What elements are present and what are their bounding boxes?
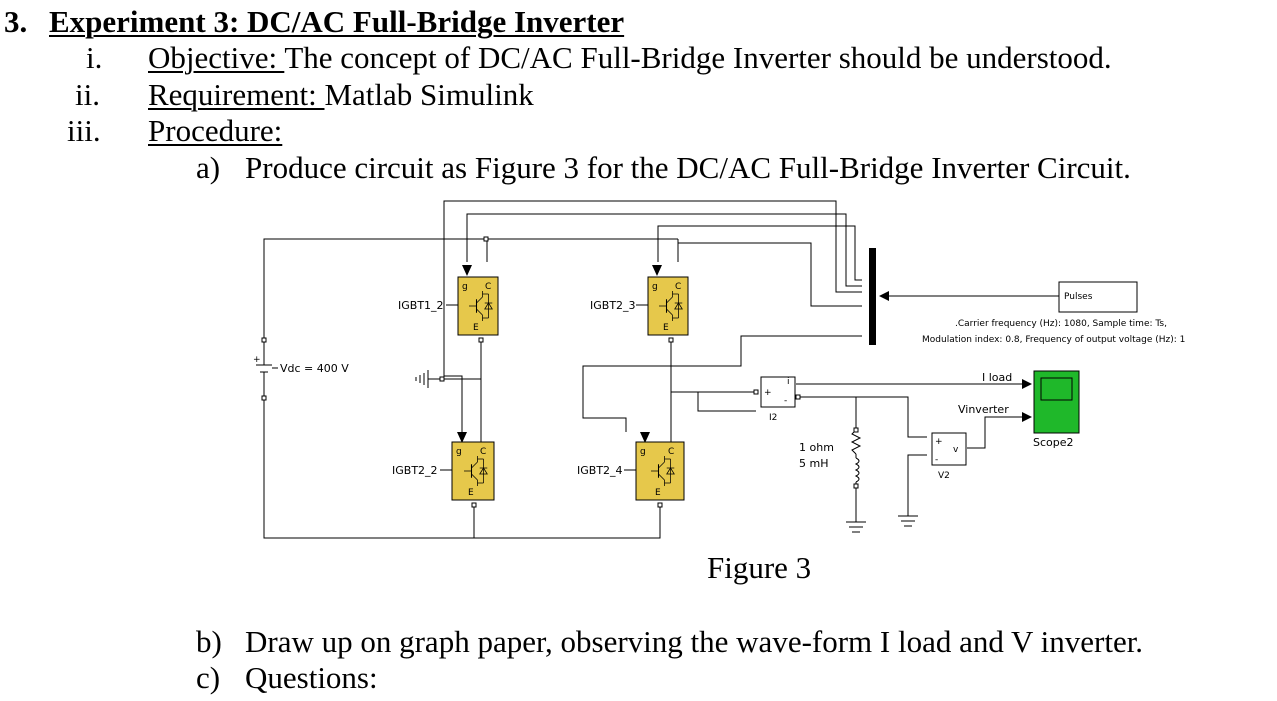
pin-emitter: E: [473, 323, 479, 333]
item-label: Procedure:: [148, 113, 283, 148]
step-letter: b): [196, 624, 222, 659]
inverter-circuit-diagram: g C E g C E g C E g C E IGBT1_2 IGBT2_3 …: [253, 200, 1185, 539]
item-text: The concept of DC/AC Full-Bridge Inverte…: [284, 40, 1112, 75]
item-objective-text: Objective: The concept of DC/AC Full-Bri…: [148, 40, 1112, 76]
pin-gate: g: [456, 447, 462, 457]
meter-port: v: [953, 445, 959, 455]
ground-icon: [898, 515, 918, 527]
meter-minus: -: [784, 396, 787, 406]
meter-plus: +: [935, 437, 943, 447]
igbt-pin-letters: g C E g C E g C E g C E: [456, 282, 681, 498]
item-numeral: ii.: [75, 77, 100, 112]
step-letter: c): [196, 660, 221, 695]
item-requirement-text: Requirement: Matlab Simulink: [148, 77, 534, 113]
item-procedure-text: Procedure:: [148, 113, 282, 149]
pin-gate: g: [462, 282, 468, 292]
signal-iload-label: I load: [982, 371, 1012, 384]
pulses-label: Pulses: [1064, 292, 1093, 302]
meter-name: V2: [938, 471, 950, 481]
item-procedure: iii.: [67, 113, 101, 149]
pin-emitter: E: [468, 488, 474, 498]
section-title: Experiment 3: DC/AC Full-Bridge Inverter: [49, 4, 625, 39]
step-a: a): [196, 150, 220, 186]
meter-port: i: [787, 377, 790, 387]
meter-minus: -: [935, 455, 938, 465]
igbt-label: IGBT2_4: [577, 464, 623, 477]
current-meter[interactable]: + i - I2: [760, 376, 796, 423]
step-a-text: Produce circuit as Figure 3 for the DC/A…: [245, 150, 1131, 185]
signal-vinv-label: Vinverter: [958, 403, 1009, 416]
demux-bus-bar: [869, 248, 876, 345]
pin-collector: C: [668, 447, 674, 457]
item-text: Matlab Simulink: [324, 77, 534, 112]
step-c: c): [196, 660, 220, 696]
voltage-meter[interactable]: + v - V2: [931, 432, 967, 481]
pulses-params-line-2: Modulation index: 0.8, Frequency of outp…: [922, 335, 1185, 345]
pin-gate: g: [652, 282, 658, 292]
source-label: Vdc = 400 V: [280, 362, 349, 375]
item-numeral: iii.: [67, 113, 101, 148]
igbt-label: IGBT1_2: [398, 299, 444, 312]
meter-plus: +: [764, 388, 772, 398]
pin-collector: C: [480, 447, 486, 457]
igbt-block[interactable]: [647, 276, 689, 336]
pin-collector: C: [675, 282, 681, 292]
ground-icon: [846, 521, 866, 533]
step-letter: a): [196, 150, 221, 185]
step-c-text: Questions:: [245, 660, 378, 695]
load-l-label: 5 mH: [799, 457, 828, 470]
igbt-block[interactable]: [457, 276, 499, 336]
item-objective: i.: [86, 40, 102, 76]
item-requirement: ii.: [75, 77, 100, 113]
step-b-text: Draw up on graph paper, observing the wa…: [245, 624, 1144, 659]
step-b: b): [196, 624, 222, 660]
igbt-label: IGBT2_2: [392, 464, 438, 477]
rl-load[interactable]: [850, 429, 862, 486]
section-heading: 3. Experiment 3: DC/AC Full-Bridge Inver…: [4, 4, 624, 40]
dc-source[interactable]: + Vdc = 400 V: [253, 340, 349, 398]
pin-emitter: E: [663, 323, 669, 333]
pin-emitter: E: [655, 488, 661, 498]
pin-collector: C: [485, 282, 491, 292]
pulses-block[interactable]: Pulses: [1058, 281, 1138, 313]
igbt-block[interactable]: [451, 441, 495, 501]
scope-block[interactable]: Scope2: [1033, 370, 1080, 449]
igbt-label: IGBT2_3: [590, 299, 636, 312]
item-label: Objective:: [148, 40, 285, 75]
signal-wires: [796, 379, 1032, 449]
pulses-params-line-1: .Carrier frequency (Hz): 1080, Sample ti…: [955, 319, 1167, 329]
figure-caption: Figure 3: [707, 550, 812, 585]
section-number: 3.: [4, 4, 28, 39]
wires: [263, 200, 1059, 539]
load-r-label: 1 ohm: [799, 441, 834, 454]
scope-label: Scope2: [1033, 436, 1074, 449]
igbt-block[interactable]: [635, 441, 685, 501]
pin-gate: g: [640, 447, 646, 457]
source-plus-sign: +: [253, 355, 261, 365]
item-label: Requirement:: [148, 77, 325, 112]
item-numeral: i.: [86, 40, 103, 75]
meter-name: I2: [769, 413, 777, 423]
gate-arrows: [457, 265, 662, 443]
port-markers: [261, 236, 859, 508]
